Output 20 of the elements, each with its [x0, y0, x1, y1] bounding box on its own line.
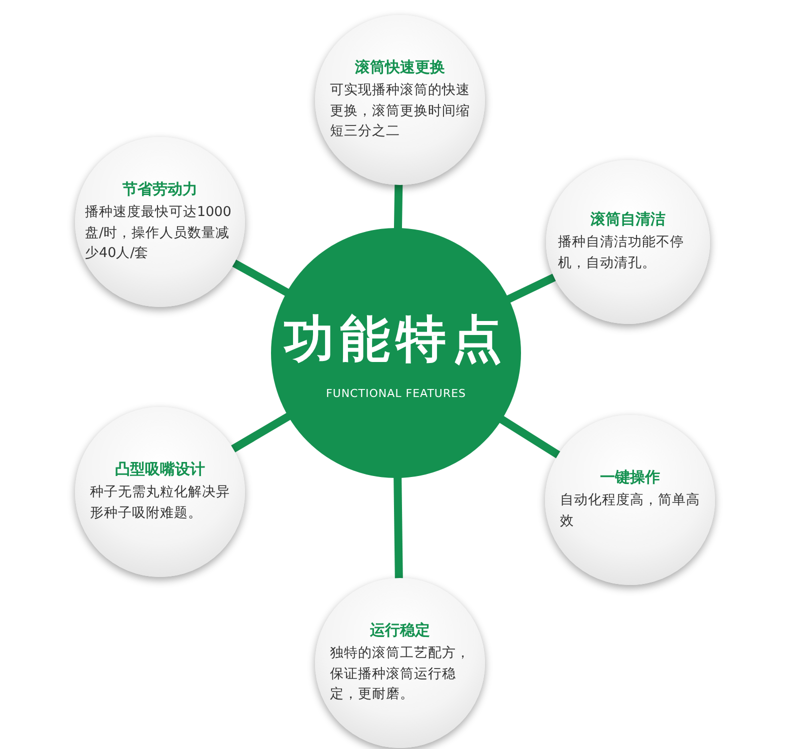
feature-title: 滚筒自清洁	[590, 210, 666, 230]
feature-description: 种子无需丸粒化解决异形种子吸附难题。	[90, 483, 230, 523]
feature-title: 节省劳动力	[122, 180, 198, 199]
feature-description: 自动化程度高，简单高效	[560, 491, 700, 531]
feature-description: 独特的滚筒工艺配方，保证播种滚筒运行稳定，更耐磨。	[330, 644, 470, 704]
connector-line	[229, 412, 292, 454]
connector-line	[505, 272, 558, 304]
feature-description: 播种自清洁功能不停机，自动清孔。	[558, 233, 685, 273]
connector-line	[498, 415, 562, 460]
subtitle: FUNCTIONAL FEATURES	[326, 387, 466, 400]
connector-line	[230, 258, 290, 297]
feature-title: 凸型吸嘴设计	[115, 460, 205, 480]
feature-title: 滚筒快速更换	[355, 58, 445, 77]
connector-line	[394, 182, 403, 230]
feature-description: 播种速度最快可达1000盘/时，操作人员数量减少40人/套	[85, 202, 232, 264]
connector-line	[394, 476, 403, 580]
main-title: 功能特点	[284, 309, 508, 370]
feature-description: 可实现播种滚筒的快速更换，滚筒更换时间缩短三分之二	[330, 80, 470, 142]
feature-title: 一键操作	[600, 468, 660, 488]
feature-title: 运行稳定	[370, 620, 430, 640]
